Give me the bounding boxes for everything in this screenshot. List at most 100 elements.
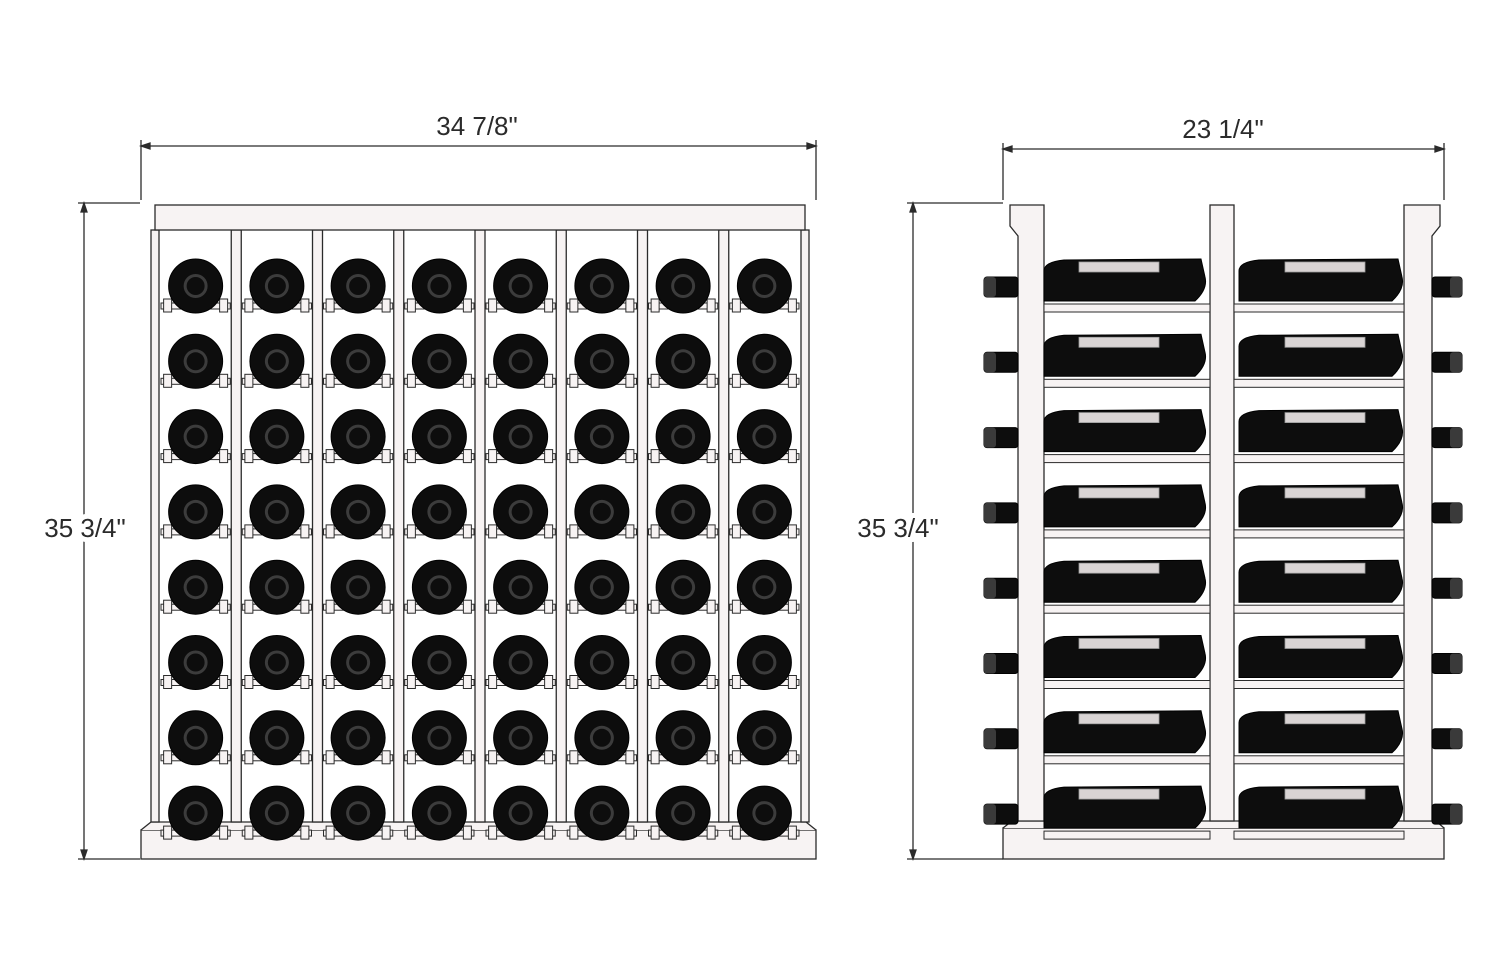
front-cradle-clip (569, 675, 579, 689)
front-cradle-clip (406, 298, 416, 313)
side-neck-right-cap (1450, 578, 1462, 599)
front-cradle-clip (650, 449, 660, 464)
front-cradle-clip (787, 449, 797, 464)
side-shelf-right (1233, 303, 1405, 313)
side-shelf-right (1233, 830, 1405, 840)
front-cradle-clip (163, 599, 173, 614)
front-upright (474, 229, 486, 823)
front-upright (311, 229, 324, 823)
side-bottle-label (1078, 562, 1160, 574)
side-height-label: 35 3/4" (857, 513, 939, 543)
front-bottle-punt-center (349, 728, 368, 747)
side-neck-left-cap (984, 804, 996, 825)
side-bottle-label (1078, 638, 1160, 649)
front-bottle-punt-center (186, 277, 205, 295)
front-height-dimension (78, 200, 140, 862)
front-cradle-clip (625, 449, 635, 464)
front-cradle-clip (325, 825, 335, 840)
front-cradle-clip (219, 825, 229, 840)
front-bottle-punt-center (186, 653, 205, 672)
front-width-dimension (138, 140, 819, 200)
side-shelf-right (1233, 454, 1405, 464)
side-neck-right-cap (1450, 502, 1462, 523)
side-neck-right-cap (1450, 804, 1462, 825)
front-upright (150, 229, 160, 823)
front-cradle-clip (731, 373, 741, 388)
front-cradle-clip (706, 825, 716, 840)
side-shelf-right (1233, 755, 1405, 765)
front-cradle-clip (544, 750, 554, 765)
front-cradle-clip (544, 599, 554, 614)
front-cradle-clip (219, 524, 229, 539)
front-cradle-clip (163, 675, 173, 689)
front-cradle-clip (488, 373, 498, 388)
front-cradle-clip (544, 298, 554, 313)
side-neck-left-cap (984, 502, 996, 523)
front-cradle-clip (219, 373, 229, 388)
front-cradle-clip (163, 449, 173, 464)
front-bottle-punt-center (186, 578, 205, 597)
front-cradle-clip (706, 524, 716, 539)
front-width-label: 34 7/8" (436, 111, 518, 141)
front-cradle-clip (625, 524, 635, 539)
front-bottle-punt-center (755, 728, 774, 747)
front-cradle-clip (462, 825, 472, 840)
front-cradle-clip (706, 750, 716, 765)
side-bottle-label (1284, 261, 1366, 273)
front-cradle-clip (569, 825, 579, 840)
front-cradle-clip (244, 599, 254, 614)
front-upright (555, 229, 567, 823)
side-shelf-right (1233, 378, 1405, 388)
front-cradle-clip (731, 750, 741, 765)
front-cradle-clip (406, 675, 416, 689)
front-cradle-clip (219, 750, 229, 765)
front-cradle-clip (325, 449, 335, 464)
front-cradle-clip (163, 524, 173, 539)
front-cradle-clip (625, 373, 635, 388)
front-cradle-clip (381, 599, 391, 614)
front-cradle-clip (569, 524, 579, 539)
front-bottle-punt-center (186, 804, 205, 823)
front-cradle-clip (731, 524, 741, 539)
side-bottle-label (1078, 713, 1160, 725)
front-cradle-clip (650, 298, 660, 313)
front-cradle-clip (569, 750, 579, 765)
front-view-rack (140, 204, 817, 860)
front-cradle-clip (300, 524, 310, 539)
front-cradle-clip (219, 599, 229, 614)
front-cradle-clip (625, 298, 635, 313)
front-bottle-punt-center (267, 653, 286, 672)
front-bottle-punt-center (511, 728, 530, 747)
front-cradle-clip (569, 449, 579, 464)
front-cradle-clip (650, 675, 660, 689)
side-height-dimension (907, 200, 1003, 862)
front-upright (636, 229, 649, 823)
front-bottle-punt-center (511, 578, 530, 597)
front-cradle-clip (650, 599, 660, 614)
front-cradle-clip (787, 825, 797, 840)
side-neck-left-cap (984, 427, 996, 448)
front-bottle-punt-center (430, 728, 449, 747)
front-cradle-clip (300, 675, 310, 689)
front-cradle-clip (650, 750, 660, 765)
front-cradle-clip (381, 524, 391, 539)
front-cradle-clip (300, 825, 310, 840)
front-cradle-clip (381, 825, 391, 840)
front-cradle-clip (787, 675, 797, 689)
front-upright (718, 229, 730, 823)
side-neck-left-cap (984, 277, 996, 297)
front-cradle-clip (731, 298, 741, 313)
side-shelf-left (1043, 680, 1211, 689)
front-cradle-clip (219, 449, 229, 464)
side-bottle-label (1078, 788, 1160, 800)
front-cradle-clip (406, 449, 416, 464)
front-cradle-clip (406, 524, 416, 539)
front-cradle-clip (787, 298, 797, 313)
front-height-label: 35 3/4" (44, 513, 126, 543)
front-cradle-clip (731, 449, 741, 464)
front-cradle-clip (462, 599, 472, 614)
front-cradle-clip (462, 298, 472, 313)
front-bottle-punt-center (592, 352, 611, 371)
front-cradle-clip (488, 449, 498, 464)
